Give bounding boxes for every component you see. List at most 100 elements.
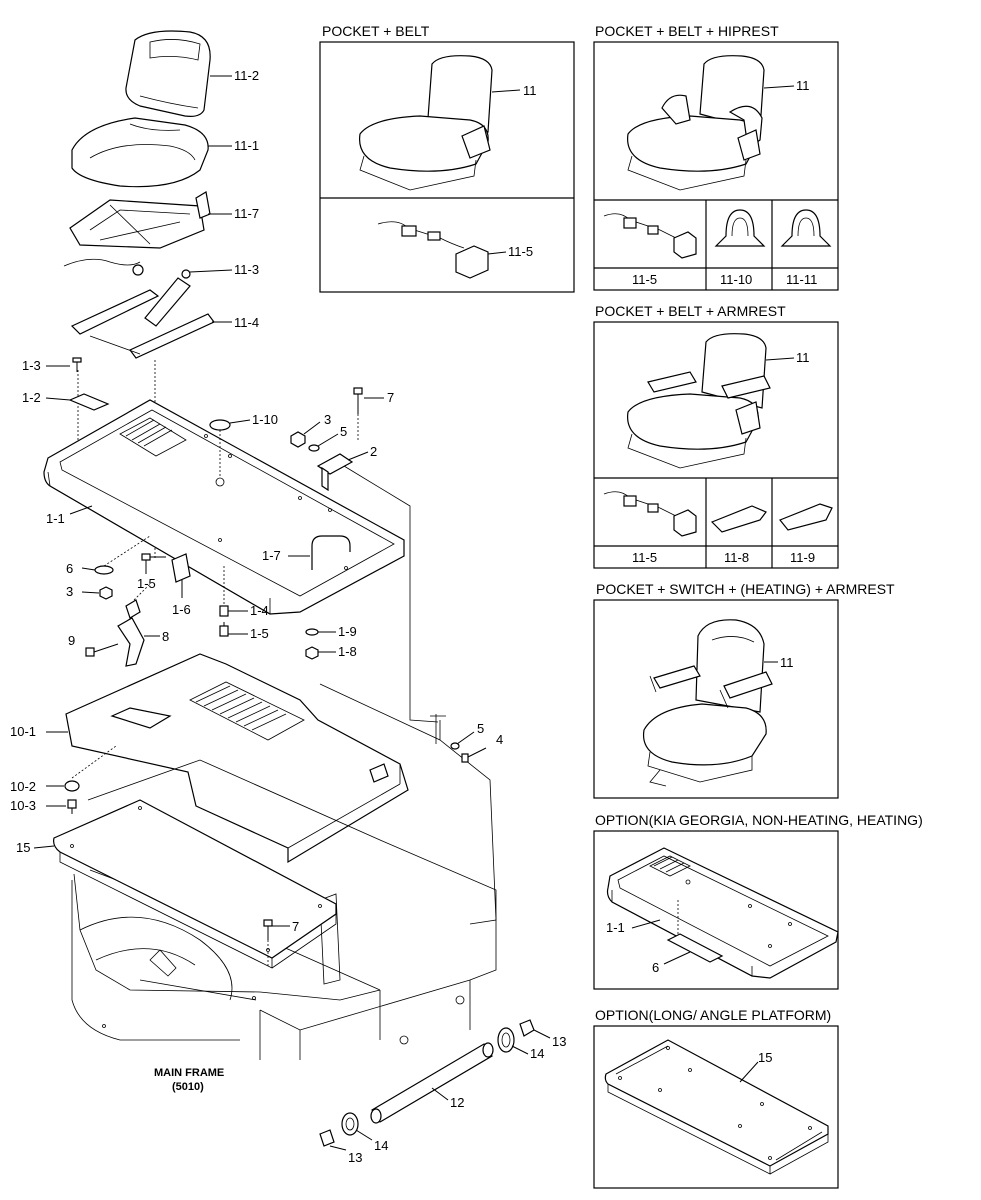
panel-6 bbox=[593, 1025, 839, 1189]
label-3-lower: 3 bbox=[66, 584, 73, 599]
seat-cushion-11-1 bbox=[71, 117, 209, 188]
spacer-1-4 bbox=[219, 605, 229, 617]
seal-14-upper bbox=[497, 1027, 515, 1053]
panel-2-label-11-11: 11-11 bbox=[786, 272, 817, 287]
bracket-2 bbox=[316, 453, 354, 492]
nut-3-top bbox=[290, 431, 306, 448]
panel-2-title: POCKET + BELT + HIPREST bbox=[595, 23, 779, 39]
label-11-3: 11-3 bbox=[234, 262, 259, 277]
bracket-1-6 bbox=[171, 553, 191, 583]
bolt-1-3 bbox=[72, 357, 82, 372]
panel-3-label-11-9: 11-9 bbox=[790, 550, 815, 565]
label-14-lower: 14 bbox=[374, 1138, 388, 1153]
panel-1-label-11-5: 11-5 bbox=[508, 244, 533, 259]
bolt-10-3 bbox=[67, 799, 77, 814]
bushing-13-lower bbox=[319, 1129, 335, 1147]
panel-5-label-1-1: 1-1 bbox=[606, 920, 625, 935]
label-14-upper: 14 bbox=[530, 1046, 544, 1061]
panel-6-label-15: 15 bbox=[758, 1050, 772, 1065]
label-11-1: 11-1 bbox=[234, 138, 259, 153]
pin-12 bbox=[370, 1042, 494, 1124]
panel-4 bbox=[593, 599, 839, 799]
damper-11-3 bbox=[144, 269, 191, 327]
main-frame-number: (5010) bbox=[172, 1081, 204, 1093]
label-1-9: 1-9 bbox=[338, 624, 357, 639]
panel-4-title: POCKET + SWITCH + (HEATING) + ARMREST bbox=[596, 581, 895, 597]
panel-3-label-11-5: 11-5 bbox=[632, 550, 657, 565]
label-4: 4 bbox=[496, 732, 503, 747]
bolt-9 bbox=[85, 643, 119, 657]
label-1-5-upper: 1-5 bbox=[137, 576, 156, 591]
label-1-8: 1-8 bbox=[338, 644, 357, 659]
main-frame-label: MAIN FRAME bbox=[154, 1067, 224, 1079]
washer-5-top bbox=[308, 444, 320, 452]
handle-1-7 bbox=[311, 535, 351, 570]
bolt-7-lower bbox=[263, 919, 273, 940]
label-9: 9 bbox=[68, 633, 75, 648]
label-12: 12 bbox=[450, 1095, 464, 1110]
panel-3-label-11: 11 bbox=[796, 350, 810, 365]
label-1-4: 1-4 bbox=[250, 603, 269, 618]
washer-1-9 bbox=[305, 628, 319, 636]
label-10-2: 10-2 bbox=[10, 779, 36, 794]
floor-plate-15 bbox=[53, 799, 337, 969]
label-8: 8 bbox=[162, 629, 169, 644]
slide-rails-11-4 bbox=[70, 289, 215, 359]
panel-5-label-6: 6 bbox=[652, 960, 659, 975]
lever-8 bbox=[117, 583, 151, 667]
label-1-6: 1-6 bbox=[172, 602, 191, 617]
backrest-11-2 bbox=[125, 30, 211, 117]
label-13-lower: 13 bbox=[348, 1150, 362, 1165]
label-7-top: 7 bbox=[387, 390, 394, 405]
bolt-4 bbox=[461, 747, 487, 763]
label-6: 6 bbox=[66, 561, 73, 576]
seal-14-lower bbox=[341, 1112, 359, 1136]
bolt-1-5-lower bbox=[219, 622, 229, 637]
label-3-top: 3 bbox=[324, 412, 331, 427]
bolt-7-top bbox=[353, 387, 363, 414]
washer-5-right bbox=[450, 742, 460, 750]
seat-plate-1-1 bbox=[43, 399, 405, 615]
panel-1-title: POCKET + BELT bbox=[322, 23, 430, 39]
belt-11-5 bbox=[377, 221, 489, 279]
bushing-13-upper bbox=[519, 1019, 535, 1037]
label-1-5-lower: 1-5 bbox=[250, 626, 269, 641]
suspension-11-7 bbox=[63, 191, 211, 276]
label-10-1: 10-1 bbox=[10, 724, 36, 739]
panel-2 bbox=[593, 41, 839, 291]
label-11-4: 11-4 bbox=[234, 315, 259, 330]
label-5-top: 5 bbox=[340, 424, 347, 439]
label-1-3: 1-3 bbox=[22, 358, 41, 373]
grommet-1-10 bbox=[209, 419, 231, 431]
panel-4-label-11: 11 bbox=[780, 655, 794, 670]
nut-3-lower bbox=[99, 586, 113, 600]
panel-3 bbox=[593, 321, 839, 569]
label-13-upper: 13 bbox=[552, 1034, 566, 1049]
label-2: 2 bbox=[370, 444, 377, 459]
label-1-1: 1-1 bbox=[46, 511, 65, 526]
panel-1 bbox=[319, 41, 575, 293]
label-10-3: 10-3 bbox=[10, 798, 36, 813]
cover-10-1 bbox=[65, 653, 409, 864]
label-11-7: 11-7 bbox=[234, 206, 259, 221]
label-7-lower: 7 bbox=[292, 919, 299, 934]
label-5-right: 5 bbox=[477, 721, 484, 736]
washer-6 bbox=[94, 565, 114, 575]
grommet-10-2 bbox=[64, 780, 80, 792]
panel-6-title: OPTION(LONG/ ANGLE PLATFORM) bbox=[595, 1007, 831, 1023]
plate-1-2 bbox=[68, 393, 110, 411]
label-1-7: 1-7 bbox=[262, 548, 281, 563]
label-1-2: 1-2 bbox=[22, 390, 41, 405]
label-15: 15 bbox=[16, 840, 30, 855]
panel-2-label-11-5: 11-5 bbox=[632, 272, 657, 287]
label-11-2: 11-2 bbox=[234, 68, 259, 83]
panel-5-title: OPTION(KIA GEORGIA, NON-HEATING, HEATING… bbox=[595, 812, 923, 828]
panel-2-label-11: 11 bbox=[796, 78, 810, 93]
panel-3-label-11-8: 11-8 bbox=[724, 550, 749, 565]
bolt-1-5-upper bbox=[141, 553, 166, 561]
panel-5 bbox=[593, 830, 839, 990]
panel-2-label-11-10: 11-10 bbox=[720, 272, 752, 287]
label-1-10: 1-10 bbox=[252, 412, 278, 427]
nut-1-8 bbox=[305, 646, 319, 660]
